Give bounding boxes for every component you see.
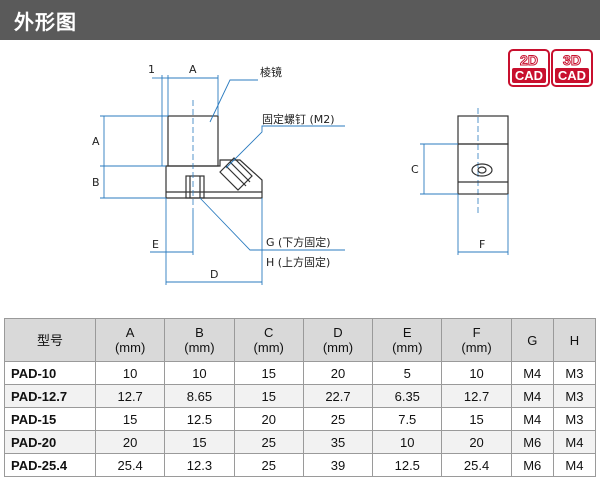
outline-drawing: 1 A A B E D C F 棱镜 固定螺钉 (M2) G (下方固定) H …	[92, 63, 509, 285]
cell-model: PAD-15	[4, 407, 96, 431]
cell-b: 12.3	[164, 453, 235, 477]
table-row: PAD-20 20 15 25 35 10 20 M6 M4	[4, 430, 597, 454]
dim-d-label: D	[210, 268, 218, 281]
dim-a-top-label: A	[189, 63, 197, 76]
cell-c: 20	[233, 407, 304, 431]
cell-e: 5	[372, 361, 443, 385]
badge-cad-label: CAD	[555, 68, 589, 83]
header-c: C(mm)	[233, 318, 304, 362]
cell-f: 25.4	[441, 453, 512, 477]
cell-d: 20	[302, 361, 374, 385]
cell-e: 10	[372, 430, 443, 454]
cell-b: 8.65	[164, 384, 235, 408]
side-block-base	[457, 143, 509, 195]
cell-e: 6.35	[372, 384, 443, 408]
cell-model: PAD-20	[4, 430, 96, 454]
side-screw-hole	[471, 163, 493, 177]
dim-1-label: 1	[148, 63, 155, 76]
table-row: PAD-25.4 25.4 12.3 25 39 12.5 25.4 M6 M4	[4, 453, 597, 477]
cell-d: 25	[302, 407, 374, 431]
header-g: G	[510, 318, 554, 362]
dim-c-label: C	[411, 163, 419, 176]
cell-d: 39	[302, 453, 374, 477]
title-bar: 外形图	[0, 0, 600, 40]
cell-d: 22.7	[302, 384, 374, 408]
cell-model: PAD-12.7	[4, 384, 96, 408]
cell-h: M3	[552, 361, 597, 385]
cell-c: 25	[233, 453, 304, 477]
cell-model: PAD-25.4	[4, 453, 96, 477]
dim-b-label: B	[92, 176, 100, 189]
table-row: PAD-10 10 10 15 20 5 10 M4 M3	[4, 361, 597, 385]
cell-b: 10	[164, 361, 235, 385]
set-screw	[219, 157, 253, 191]
cell-b: 15	[164, 430, 235, 454]
g-mount-label: G (下方固定)	[266, 235, 331, 249]
cell-f: 10	[441, 361, 512, 385]
page-title: 外形图	[14, 10, 77, 34]
badge-dim-label: 2D	[520, 52, 539, 68]
cell-a: 10	[94, 361, 166, 385]
cell-a: 15	[94, 407, 166, 431]
cell-model: PAD-10	[4, 361, 96, 385]
cell-b: 12.5	[164, 407, 235, 431]
badge-dim-label: 3D	[563, 52, 582, 68]
cell-f: 15	[441, 407, 512, 431]
dim-f-label: F	[479, 238, 485, 251]
cell-h: M3	[552, 407, 597, 431]
cell-d: 35	[302, 430, 374, 454]
bevel-label: 棱镜	[260, 65, 282, 79]
header-d: D(mm)	[302, 318, 374, 362]
table-row: PAD-15 15 12.5 20 25 7.5 15 M4 M3	[4, 407, 597, 431]
dim-e-label: E	[152, 238, 159, 251]
cell-g: M4	[510, 361, 554, 385]
cell-h: M4	[552, 453, 597, 477]
cell-c: 15	[233, 384, 304, 408]
spec-table: 型号 A(mm) B(mm) C(mm) D(mm) E(mm) F(mm) G…	[4, 318, 597, 477]
cell-a: 20	[94, 430, 166, 454]
header-b: B(mm)	[164, 318, 235, 362]
table-row: PAD-12.7 12.7 8.65 15 22.7 6.35 12.7 M4 …	[4, 384, 597, 408]
side-block-top	[457, 115, 509, 145]
cell-e: 7.5	[372, 407, 443, 431]
cell-g: M6	[510, 453, 554, 477]
cell-g: M6	[510, 430, 554, 454]
mount-hole	[185, 175, 205, 199]
header-h: H	[552, 318, 597, 362]
header-model: 型号	[4, 318, 96, 362]
screw-label: 固定螺钉 (M2)	[262, 112, 335, 126]
cell-c: 25	[233, 430, 304, 454]
header-e: E(mm)	[372, 318, 443, 362]
header-f: F(mm)	[441, 318, 512, 362]
cell-f: 20	[441, 430, 512, 454]
cell-c: 15	[233, 361, 304, 385]
table-header-row: 型号 A(mm) B(mm) C(mm) D(mm) E(mm) F(mm) G…	[4, 318, 597, 362]
cell-a: 12.7	[94, 384, 166, 408]
dim-a-side-label: A	[92, 135, 100, 148]
cell-h: M3	[552, 384, 597, 408]
header-a: A(mm)	[94, 318, 166, 362]
2d-cad-badge[interactable]: 2D CAD	[508, 49, 550, 87]
cell-g: M4	[510, 384, 554, 408]
cell-e: 12.5	[372, 453, 443, 477]
h-mount-label: H (上方固定)	[266, 255, 330, 269]
cell-g: M4	[510, 407, 554, 431]
badge-cad-label: CAD	[512, 68, 546, 83]
cell-a: 25.4	[94, 453, 166, 477]
cell-f: 12.7	[441, 384, 512, 408]
3d-cad-badge[interactable]: 3D CAD	[551, 49, 593, 87]
cell-h: M4	[552, 430, 597, 454]
base-mount	[165, 159, 263, 199]
